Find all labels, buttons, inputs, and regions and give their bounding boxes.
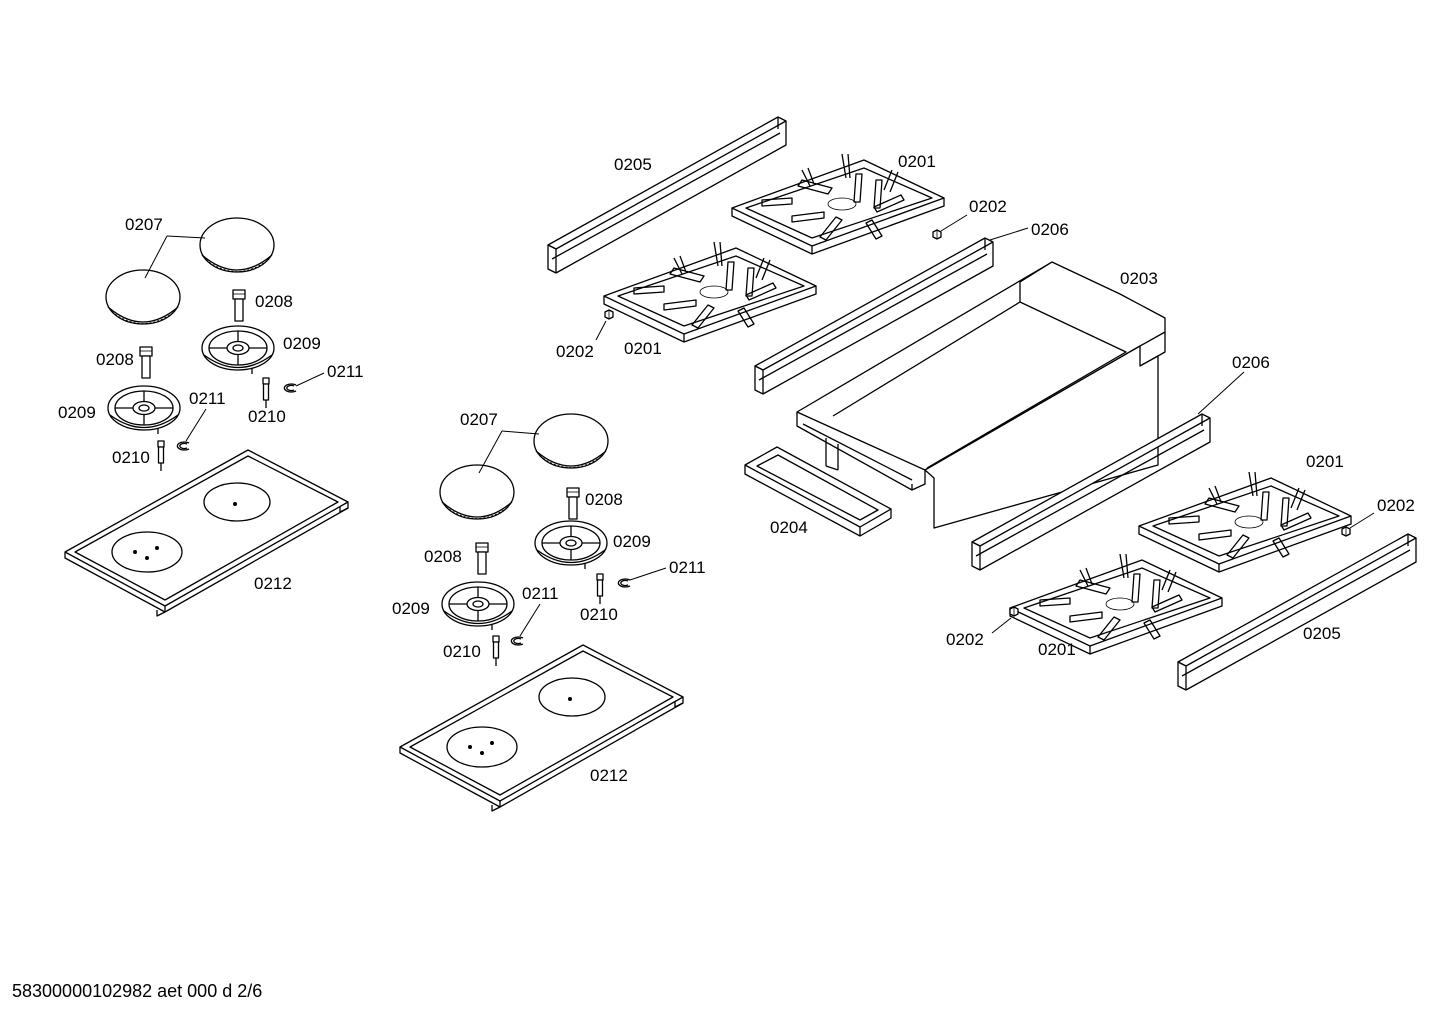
- electrode-right: [262, 377, 270, 409]
- nut-top-b: [604, 309, 614, 320]
- document-id: 58300000102982 aet 000 d 2/6: [12, 981, 263, 1001]
- clip-right: [283, 383, 297, 393]
- label-0209-left-b: 0209: [58, 403, 96, 422]
- nozzle-right: [232, 289, 246, 322]
- trim-rail-top: [547, 116, 787, 274]
- label-0210-left-a: 0210: [248, 407, 286, 426]
- label-0211-left-b: 0211: [189, 389, 226, 408]
- label-0209-middle-b: 0209: [392, 599, 430, 618]
- label-0202-bottom-a: 0202: [1377, 496, 1415, 515]
- burner-base-left: [107, 385, 181, 435]
- burner-base-left: [441, 581, 515, 631]
- nozzle-right: [566, 487, 580, 520]
- label-0212-left: 0212: [254, 574, 292, 593]
- nozzle-left: [139, 346, 153, 379]
- grease-tray: [744, 446, 892, 537]
- label-0209-middle-a: 0209: [613, 532, 651, 551]
- label-0211-middle-b: 0211: [522, 584, 559, 603]
- burner-cap-small: [105, 269, 181, 325]
- burner-cap-large: [199, 217, 275, 273]
- burner-cap-large: [533, 413, 609, 469]
- label-0207-middle: 0207: [460, 410, 498, 429]
- assembly-right: 0205 0201 0201 0202 0202 0206: [547, 116, 1417, 691]
- cooktop-panel-middle: [399, 644, 684, 812]
- assembly-middle: 0207 0208 0208 0209 0209 0210 0210 0211 …: [392, 410, 706, 812]
- label-0211-middle-a: 0211: [669, 558, 706, 577]
- clip-left: [176, 441, 190, 451]
- label-0211-left-a: 0211: [327, 362, 364, 381]
- clip-right: [617, 578, 631, 588]
- label-0201-top-b: 0201: [624, 339, 662, 358]
- label-0212-middle: 0212: [590, 766, 628, 785]
- nozzle-left: [475, 542, 489, 575]
- cooktop-panel-left: [64, 449, 349, 617]
- label-0201-top-a: 0201: [898, 152, 936, 171]
- griddle-plate: [796, 261, 1166, 529]
- electrode-left: [492, 635, 500, 667]
- label-0201-bottom-b: 0201: [1038, 640, 1076, 659]
- label-0202-top-a: 0202: [969, 197, 1007, 216]
- nut-bottom-b: [1009, 606, 1019, 617]
- label-0206-lower: 0206: [1232, 353, 1270, 372]
- label-0202-top-b: 0202: [556, 342, 594, 361]
- label-0204: 0204: [770, 518, 808, 537]
- label-0207-left: 0207: [125, 215, 163, 234]
- label-0208-middle-b: 0208: [424, 547, 462, 566]
- label-0203: 0203: [1120, 269, 1158, 288]
- electrode-right: [596, 573, 604, 605]
- label-0205-top: 0205: [614, 155, 652, 174]
- label-0205-bottom: 0205: [1303, 624, 1341, 643]
- label-0201-bottom-a: 0201: [1306, 452, 1344, 471]
- label-0209-left-a: 0209: [283, 334, 321, 353]
- burner-cap-small: [439, 464, 515, 520]
- assembly-left: 0207 0208 0208 0209 0209 0210 0210 0211 …: [58, 215, 364, 617]
- label-0210-middle-a: 0210: [580, 605, 618, 624]
- electrode-left: [157, 440, 165, 472]
- nut-bottom-a: [1341, 526, 1351, 537]
- label-0208-left-a: 0208: [255, 292, 293, 311]
- label-0202-bottom-b: 0202: [946, 630, 984, 649]
- nut-top-a: [932, 229, 942, 240]
- grate-bottom-back: [1138, 471, 1352, 573]
- label-0210-middle-b: 0210: [443, 642, 481, 661]
- label-0208-middle-a: 0208: [585, 490, 623, 509]
- burner-base-right: [201, 325, 275, 375]
- clip-left: [510, 636, 524, 646]
- label-0208-left-b: 0208: [96, 350, 134, 369]
- label-0206-upper: 0206: [1031, 220, 1069, 239]
- label-0210-left-b: 0210: [112, 448, 150, 467]
- grate-bottom-front: [1009, 553, 1223, 655]
- grate-top-front: [603, 241, 817, 343]
- burner-base-right: [534, 520, 608, 570]
